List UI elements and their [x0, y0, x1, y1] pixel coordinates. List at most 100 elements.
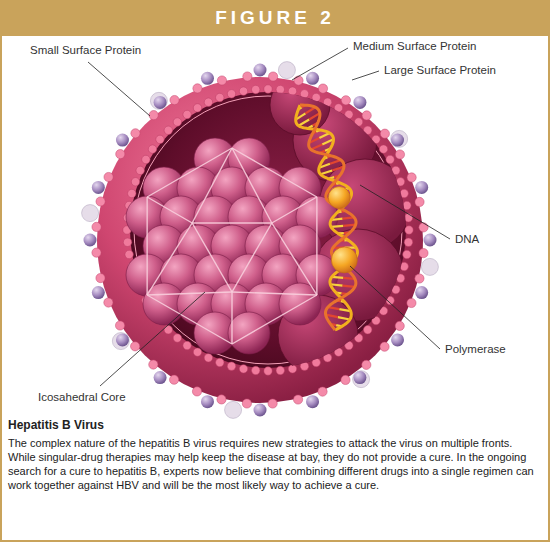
- polymerase-blobs: [328, 187, 357, 273]
- large-surface-protein: [353, 371, 370, 388]
- medium-surface-protein: [170, 95, 179, 104]
- small-surface-protein: [353, 96, 366, 109]
- wireframe-edge: [147, 223, 192, 295]
- large-surface-protein: [112, 333, 129, 350]
- large-surface-protein: [278, 62, 295, 79]
- leader-line: [88, 62, 150, 116]
- membrane-bead: [173, 334, 181, 342]
- medium-surface-protein: [149, 360, 158, 369]
- membrane-bead: [216, 358, 224, 366]
- dna-strand: [296, 105, 358, 330]
- small-surface-protein: [391, 333, 404, 346]
- medium-surface-protein: [92, 222, 101, 231]
- dna-strand: [300, 105, 356, 330]
- wireframe-edge: [232, 292, 317, 295]
- medium-surface-protein: [104, 172, 113, 181]
- wireframe-edge: [147, 197, 192, 223]
- polymerase-blob: [328, 187, 350, 209]
- medium-surface-protein: [415, 274, 424, 283]
- small-surface-protein: [84, 234, 97, 247]
- medium-surface-protein: [217, 395, 226, 404]
- leader-lines: [88, 48, 450, 386]
- dna-rung: [320, 170, 332, 174]
- dna-helix: [296, 105, 358, 330]
- medium-surface-protein: [380, 129, 389, 138]
- large-surface-protein: [82, 205, 99, 222]
- part-label: Medium Surface Protein: [353, 40, 476, 53]
- membrane-bead: [123, 238, 131, 246]
- small-surface-protein: [353, 371, 366, 384]
- medium-surface-protein: [115, 321, 124, 330]
- small-surface-protein: [92, 181, 105, 194]
- wireframe-edge: [147, 295, 232, 344]
- large-surface-protein: [150, 92, 167, 109]
- surface-proteins: [82, 62, 439, 419]
- membrane-bead: [239, 87, 247, 95]
- part-label: Polymerase: [445, 343, 506, 356]
- membrane-bead: [128, 189, 136, 197]
- membrane-bead: [216, 93, 224, 101]
- membrane-bead: [379, 145, 387, 153]
- wireframe-edge: [272, 197, 317, 223]
- leader-line: [100, 292, 205, 386]
- caption-text: The complex nature of the hepatitis B vi…: [8, 436, 542, 492]
- dna-rung: [338, 317, 350, 319]
- medium-surface-protein: [243, 72, 252, 81]
- medium-surface-protein: [318, 84, 327, 93]
- wireframe-edge: [232, 295, 317, 344]
- dna-rung: [299, 119, 310, 125]
- membrane-beads: [123, 85, 413, 375]
- medium-surface-protein: [419, 249, 428, 258]
- wireframe-edge: [272, 223, 317, 295]
- medium-surface-protein: [293, 395, 302, 404]
- membrane-bead: [227, 362, 235, 370]
- membrane-bead: [204, 354, 212, 362]
- small-surface-protein: [306, 72, 319, 85]
- membrane-bead: [125, 250, 133, 258]
- membrane-bead: [136, 166, 144, 174]
- medium-surface-protein: [268, 399, 277, 408]
- membrane-bead: [252, 85, 260, 93]
- medium-surface-protein: [149, 111, 158, 120]
- medium-surface-protein: [242, 399, 251, 408]
- membrane-bead: [405, 226, 413, 234]
- membrane-bead: [204, 98, 212, 106]
- membrane-bead: [364, 326, 372, 334]
- small-surface-protein: [415, 181, 428, 194]
- medium-surface-protein: [217, 76, 226, 85]
- capsid-sphere: [228, 312, 270, 354]
- wireframe-edge: [147, 292, 232, 295]
- small-surface-protein: [154, 96, 167, 109]
- membrane-bead: [164, 126, 172, 134]
- part-label: Icosahedral Core: [38, 391, 126, 404]
- part-label: Large Surface Protein: [384, 64, 496, 77]
- large-surface-protein: [225, 401, 242, 418]
- caption-heading: Hepatitis B Virus: [8, 419, 104, 432]
- wireframe-edge: [231, 292, 232, 344]
- wireframe-edge: [232, 223, 272, 292]
- large-surface-protein: [391, 130, 408, 147]
- small-surface-protein: [154, 371, 167, 384]
- dna-rung: [311, 144, 322, 149]
- medium-surface-protein: [170, 375, 179, 384]
- wireframe-edge: [192, 148, 232, 223]
- wireframe-edge: [232, 148, 272, 223]
- wireframe-edge: [192, 222, 272, 223]
- small-surface-protein: [415, 286, 428, 299]
- medium-surface-protein: [395, 321, 404, 330]
- membrane-bead: [183, 110, 191, 118]
- medium-surface-protein: [318, 387, 327, 396]
- medium-surface-protein: [192, 387, 201, 396]
- membrane-bead: [264, 367, 272, 375]
- medium-surface-protein: [96, 273, 105, 282]
- small-surface-protein: [424, 234, 437, 247]
- capsid-spheres: [126, 138, 338, 354]
- small-surface-protein: [116, 134, 129, 147]
- membrane-bead: [164, 326, 172, 334]
- wireframe-edge: [316, 197, 317, 295]
- large-surface-protein: [421, 258, 438, 275]
- dna-rung: [331, 226, 343, 227]
- small-surface-protein: [254, 64, 267, 77]
- medium-surface-protein: [131, 129, 140, 138]
- small-surface-protein: [254, 404, 267, 417]
